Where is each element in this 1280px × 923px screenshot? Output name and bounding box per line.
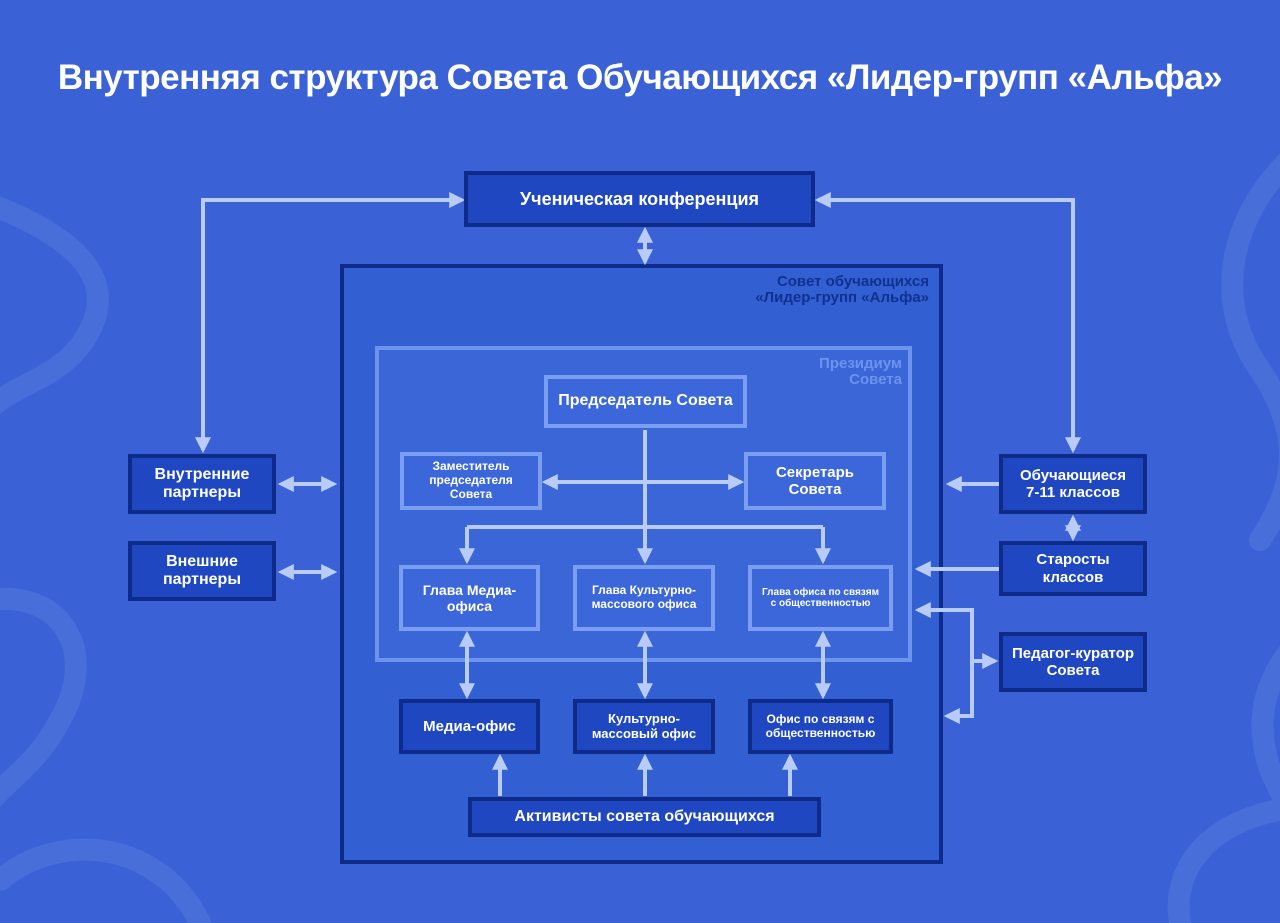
culture-office-box: Культурно-массовый офис (573, 699, 715, 754)
deputy-label: Заместитель председателя Совета (429, 459, 513, 501)
secretary-box: Секретарь Совета (744, 452, 886, 510)
deputy-box: Заместитель председателя Совета (400, 452, 542, 510)
external-partners-label: Внешние партнеры (163, 552, 241, 588)
pr-office-label: Офис по связям с общественностью (765, 711, 876, 740)
chairman-box: Председатель Совета (544, 375, 747, 428)
activists-label: Активисты совета обучающихся (514, 807, 775, 825)
media-office-box: Медиа-офис (399, 699, 540, 754)
students-box: Обучающиеся 7-11 классов (999, 454, 1147, 514)
activists-box: Активисты совета обучающихся (468, 797, 821, 837)
internal-partners-label: Внутренние партнеры (154, 465, 250, 501)
curator-to-council-bottom (943, 661, 974, 724)
culture-office-label: Культурно-массовый офис (591, 710, 697, 741)
conference-to-internal (195, 192, 466, 454)
curator-to-council-top (914, 602, 999, 669)
page-title: Внутренняя структура Совета Обучающихся … (57, 58, 1223, 97)
head-culture-label: Глава Культурно-массового офиса (591, 583, 697, 611)
students-label: Обучающиеся 7-11 классов (1019, 466, 1127, 501)
head-media-label: Глава Медиа-офиса (422, 581, 517, 614)
media-office-label: Медиа-офис (423, 717, 516, 735)
conference-label: Ученическая конференция (519, 188, 760, 209)
conference-to-students (814, 192, 1081, 454)
pr-office-box: Офис по связям с общественностью (748, 699, 893, 754)
class-heads-box: Старосты классов (999, 541, 1147, 596)
class-heads-label: Старосты классов (1036, 551, 1110, 586)
head-culture-box: Глава Культурно-массового офиса (573, 565, 715, 631)
internal-partners-box: Внутренние партнеры (128, 454, 276, 514)
external-partners-box: Внешние партнеры (128, 541, 276, 601)
curator-label: Педагог-куратор Совета (1011, 644, 1135, 679)
curator-box: Педагог-куратор Совета (999, 632, 1147, 692)
conference-box: Ученическая конференция (464, 171, 815, 227)
head-pr-box: Глава офиса по связям с общественностью (748, 565, 893, 631)
secretary-label: Секретарь Совета (775, 463, 855, 498)
head-pr-label: Глава офиса по связям с общественностью (761, 586, 879, 610)
chairman-label: Председатель Совета (558, 392, 733, 410)
head-media-box: Глава Медиа-офиса (399, 565, 540, 631)
